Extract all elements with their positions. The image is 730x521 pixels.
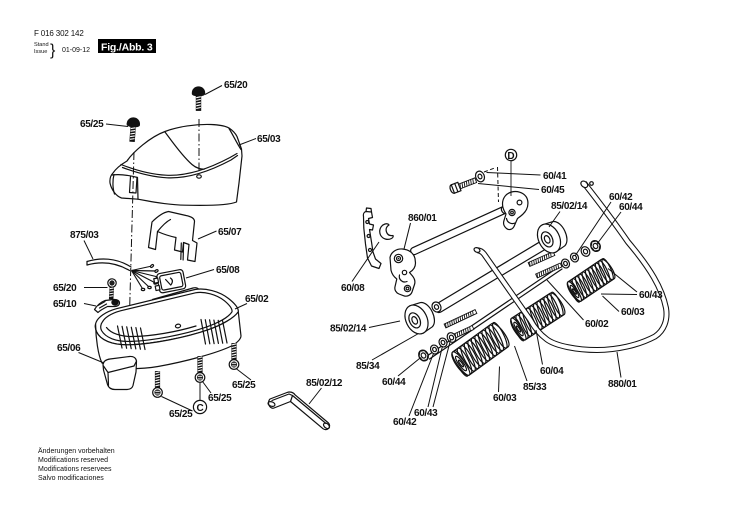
svg-text:60/08: 60/08 [341,283,365,294]
svg-text:65/25: 65/25 [80,119,104,130]
svg-text:65/03: 65/03 [257,134,281,145]
svg-text:60/41: 60/41 [543,171,567,182]
svg-text:60/44: 60/44 [382,377,406,388]
svg-text:60/03: 60/03 [493,393,517,404]
svg-text:60/42: 60/42 [393,417,417,428]
svg-text:65/08: 65/08 [216,265,240,276]
svg-text:65/20: 65/20 [224,80,248,91]
svg-text:}: } [50,42,56,59]
svg-text:F 016 302 142: F 016 302 142 [34,29,84,38]
svg-text:Modifications reserved: Modifications reserved [38,457,108,464]
svg-text:60/43: 60/43 [639,290,663,301]
svg-text:875/03: 875/03 [70,230,99,241]
svg-text:Salvo modificaciones: Salvo modificaciones [38,475,104,482]
svg-text:65/20: 65/20 [53,283,77,294]
svg-text:65/02: 65/02 [245,294,269,305]
svg-text:65/10: 65/10 [53,299,77,310]
svg-text:60/04: 60/04 [540,366,564,377]
svg-text:Fig./Abb. 3: Fig./Abb. 3 [101,42,153,54]
svg-text:65/06: 65/06 [57,343,81,354]
svg-text:60/45: 60/45 [541,185,565,196]
svg-text:65/07: 65/07 [218,227,242,238]
svg-text:C: C [197,403,204,414]
svg-text:60/44: 60/44 [619,202,643,213]
svg-text:65/25: 65/25 [208,393,232,404]
svg-text:85/02/14: 85/02/14 [330,324,367,335]
svg-text:880/01: 880/01 [608,379,637,390]
svg-text:60/42: 60/42 [609,192,633,203]
svg-text:85/33: 85/33 [523,382,547,393]
svg-text:Änderungen vorbehalten: Änderungen vorbehalten [38,447,115,455]
svg-text:85/02/14: 85/02/14 [551,201,588,212]
svg-text:85/02/12: 85/02/12 [306,378,343,389]
svg-text:65/25: 65/25 [169,409,193,420]
svg-text:85/34: 85/34 [356,361,380,372]
svg-text:Issue: Issue [34,49,47,55]
svg-text:D: D [507,151,514,162]
svg-text:860/01: 860/01 [408,213,437,224]
svg-text:Modifications reservees: Modifications reservees [38,466,112,473]
svg-text:65/25: 65/25 [232,380,256,391]
svg-text:60/03: 60/03 [621,307,645,318]
svg-text:60/02: 60/02 [585,319,609,330]
svg-text:60/43: 60/43 [414,408,438,419]
svg-text:01-09-12: 01-09-12 [62,47,90,54]
svg-text:Stand: Stand [34,42,49,48]
